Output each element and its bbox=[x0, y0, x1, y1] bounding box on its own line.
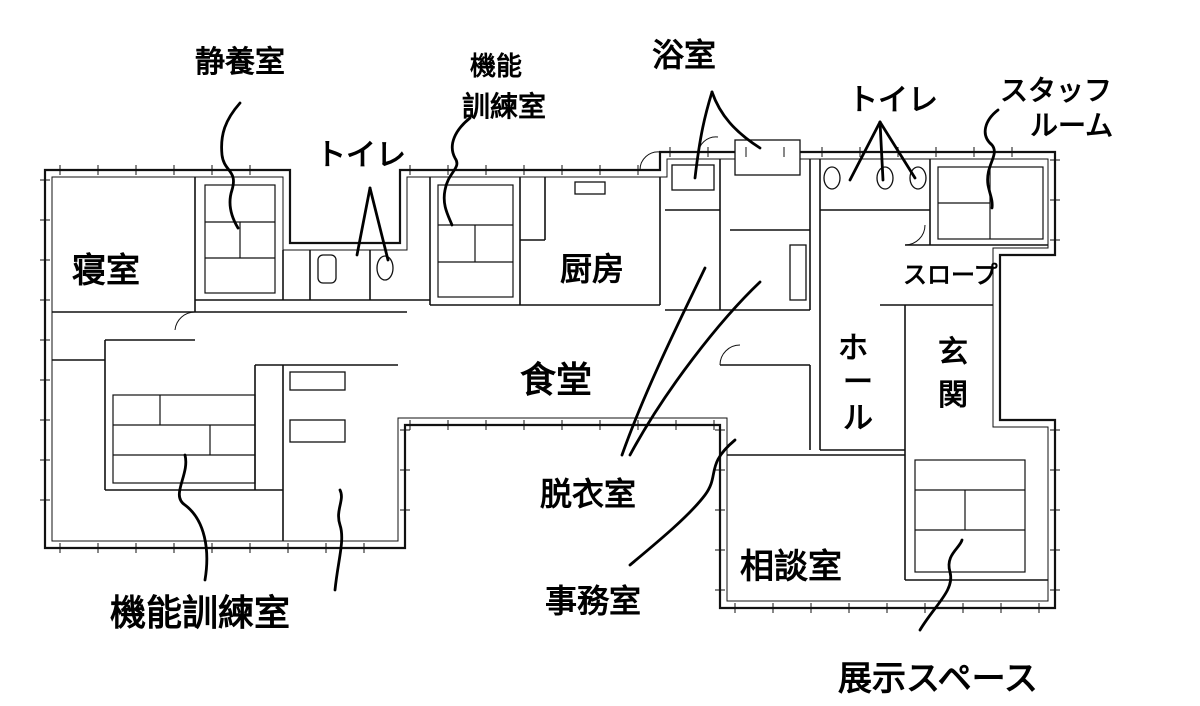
label-staff-1: スタッフ bbox=[1000, 74, 1112, 107]
leader-toilet-left-a bbox=[355, 186, 372, 257]
label-chubou: 厨房 bbox=[560, 250, 624, 288]
label-yokushitsu: 浴室 bbox=[652, 36, 716, 74]
label-shokudou: 食堂 bbox=[520, 360, 592, 401]
label-slope: スロープ bbox=[903, 261, 999, 289]
leader-datsui-b bbox=[628, 280, 762, 457]
toilet-fixture bbox=[876, 166, 894, 190]
label-seiyoushitsu: 静養室 bbox=[195, 45, 285, 80]
label-genkan-1: 玄 bbox=[938, 335, 968, 370]
fixtures bbox=[289, 139, 927, 443]
leader-toilet-right-c bbox=[878, 120, 917, 180]
label-genkan-2: 関 bbox=[938, 378, 968, 413]
window-marks bbox=[40, 147, 1060, 613]
sink bbox=[671, 164, 715, 191]
leader-tenji bbox=[918, 538, 964, 632]
label-datsui: 脱衣室 bbox=[540, 475, 636, 513]
label-toilet-right: トイレ bbox=[848, 83, 938, 118]
label-toilet-left: トイレ bbox=[316, 138, 406, 173]
leader-yokushitsu-b bbox=[710, 90, 762, 150]
tatami bbox=[112, 166, 1044, 573]
leader-kinou-top bbox=[442, 116, 472, 227]
leader-toilet-left-b bbox=[368, 186, 390, 262]
leader-lines bbox=[178, 90, 1000, 632]
leader-seiyoushitsu bbox=[220, 101, 242, 230]
label-hall-1: ホ bbox=[838, 331, 868, 366]
toilet-fixture bbox=[909, 166, 927, 190]
label-kinou-bottom: 機能訓練室 bbox=[110, 593, 290, 634]
partitions bbox=[52, 159, 1048, 581]
label-kinou-top-1: 機能 bbox=[470, 51, 522, 82]
label-hall-2: ー bbox=[843, 365, 873, 400]
label-tenji: 展示スペース bbox=[838, 659, 1038, 699]
toilet-fixture bbox=[823, 166, 841, 190]
leader-kinou-bottom-b bbox=[333, 488, 344, 592]
label-shinshitsu: 寝室 bbox=[72, 251, 140, 291]
label-jimu: 事務室 bbox=[545, 582, 641, 620]
leader-toilet-right-b bbox=[878, 120, 885, 182]
bathtub bbox=[734, 139, 801, 176]
toilet-fixture bbox=[317, 254, 337, 284]
leader-datsui-a bbox=[620, 266, 707, 457]
leader-toilet-right-a bbox=[848, 120, 882, 182]
room-labels: 寝室 静養室 トイレ 機能 訓練室 浴室 トイレ スタッフ ルーム 厨房 スロー… bbox=[72, 36, 1113, 699]
leader-yokushitsu-a bbox=[693, 90, 714, 180]
wall-inner-line bbox=[51, 158, 1049, 602]
leader-jimu bbox=[628, 438, 737, 567]
label-soudan: 相談室 bbox=[740, 547, 842, 587]
leader-staff bbox=[983, 108, 1000, 210]
label-staff-2: ルーム bbox=[1030, 109, 1113, 142]
label-kinou-top-2: 訓練室 bbox=[462, 90, 546, 123]
toilet-fixture bbox=[376, 255, 394, 281]
label-hall-3: ル bbox=[843, 401, 873, 436]
leader-kinou-bottom-a bbox=[178, 453, 209, 582]
kitchen-counter bbox=[289, 371, 346, 391]
